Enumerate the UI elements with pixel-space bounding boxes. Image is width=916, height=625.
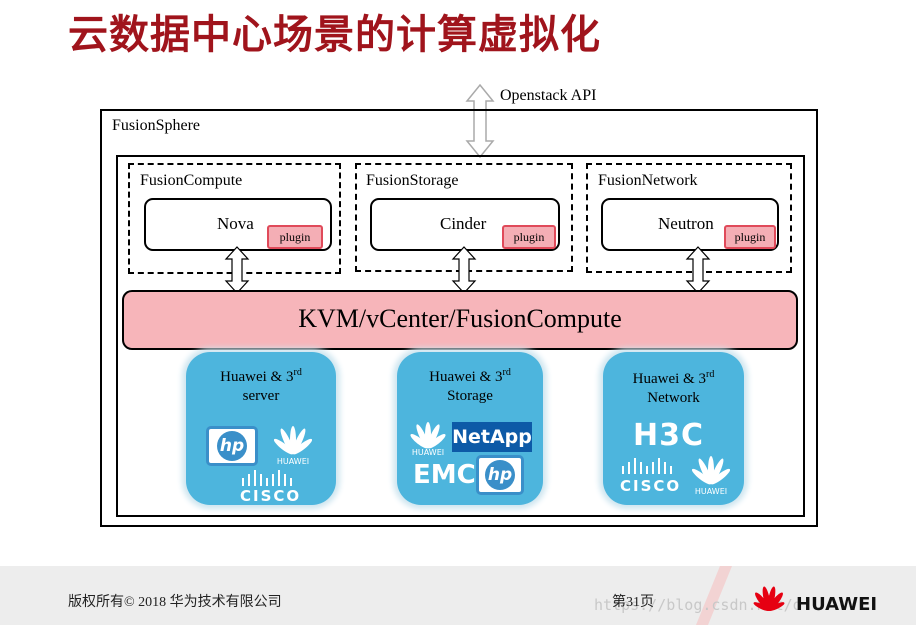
neutron-label: Neutron: [658, 214, 714, 233]
page-title: 云数据中心场景的计算虚拟化: [68, 12, 601, 58]
nova-plugin-badge: plugin: [267, 225, 323, 249]
huawei-logo-text-network: HUAWEI: [694, 487, 728, 496]
storage-double-arrow: [451, 246, 477, 294]
h3c-logo: H3C: [633, 418, 704, 453]
fusionsphere-frame: [100, 109, 818, 527]
fusionsphere-label: FusionSphere: [112, 117, 200, 134]
fusioncompute-label: FusionCompute: [140, 172, 243, 189]
cisco-logo: CISCO: [240, 487, 302, 505]
nova-label: Nova: [217, 214, 254, 233]
inner-frame: [116, 155, 805, 517]
neutron-plugin-badge: plugin: [724, 225, 776, 249]
network-double-arrow: [685, 246, 711, 294]
cisco-bars-icon: [242, 470, 292, 486]
hypervisor-layer: [122, 290, 798, 350]
huawei-logo-icon-storage: [410, 422, 446, 449]
huawei-logo-icon-network: [692, 456, 730, 485]
cinder-label: Cinder: [440, 214, 487, 233]
page-number: 第31页: [612, 595, 654, 610]
compute-double-arrow: [224, 246, 250, 294]
hp-logo-storage: hp: [476, 455, 524, 495]
fusionstorage-label: FusionStorage: [366, 172, 459, 189]
api-double-arrow: [465, 84, 495, 158]
huawei-logo-text: HUAWEI: [276, 457, 310, 466]
cisco-bars-icon-network: [622, 458, 672, 474]
emc-logo: EMC: [413, 460, 476, 490]
copyright-text: 版权所有© 2018 华为技术有限公司: [68, 595, 282, 610]
cisco-logo-network: CISCO: [620, 477, 682, 495]
hypervisor-label: KVM/vCenter/FusionCompute: [298, 304, 622, 333]
url-watermark: https://blog.csdn.net/o: [594, 596, 802, 614]
openstack-api-label: Openstack API: [500, 87, 597, 104]
netapp-logo: NetApp: [452, 422, 532, 452]
fusionnetwork-box: [586, 163, 792, 273]
fusionnetwork-label: FusionNetwork: [598, 172, 698, 189]
cinder-plugin-badge: plugin: [502, 225, 556, 249]
footer-red-swoosh: [696, 566, 732, 625]
huawei-logo-icon: [274, 426, 312, 455]
hp-logo: hp: [206, 426, 258, 466]
huawei-logo-text-storage: HUAWEI: [411, 448, 445, 457]
huawei-brand-icon: [753, 586, 785, 612]
huawei-brand-text: HUAWEI: [796, 594, 878, 615]
